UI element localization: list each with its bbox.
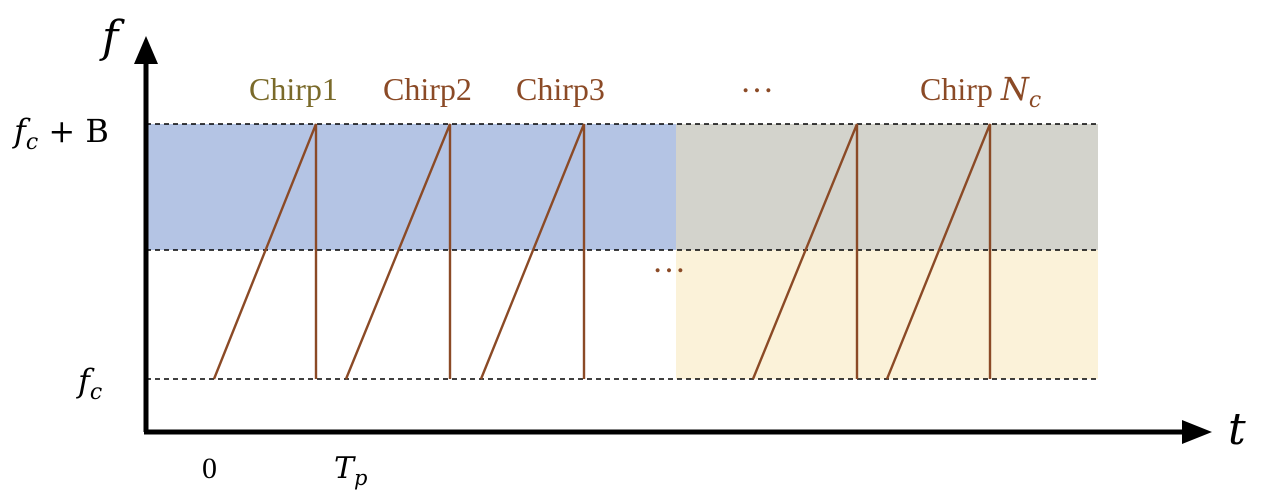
blue-band <box>146 124 676 250</box>
chirp-label-n: Chirp Nc <box>920 70 1041 113</box>
chirp-ramp-2 <box>344 123 452 380</box>
y-axis-arrowhead <box>134 36 158 64</box>
x-axis-arrowhead <box>1182 420 1212 444</box>
y-axis-label: f <box>99 12 125 63</box>
chirp-ramp-3 <box>479 123 586 380</box>
chirp-label-1: Chirp1 <box>249 71 338 107</box>
y-tick-fc: fc <box>76 362 102 405</box>
chirp-label-2: Chirp2 <box>383 71 472 107</box>
y-tick-fc-plus-b: fc + B <box>12 112 109 155</box>
x-tick-origin: 0 <box>202 452 217 485</box>
chirp-ramp-n <box>885 123 992 380</box>
chirp-ramp-n-minus-1 <box>751 123 859 380</box>
yellow-band <box>676 250 1098 379</box>
chirp-label-3: Chirp3 <box>516 71 605 107</box>
gray-band <box>676 124 1098 250</box>
chirp-ramp-1 <box>212 123 318 380</box>
x-tick-period: Tp <box>334 451 367 490</box>
ellipsis-top: … <box>740 63 774 100</box>
ellipsis-middle: … <box>652 243 686 280</box>
x-axis-label: t <box>1228 404 1246 455</box>
chirp-ramps <box>212 123 992 380</box>
